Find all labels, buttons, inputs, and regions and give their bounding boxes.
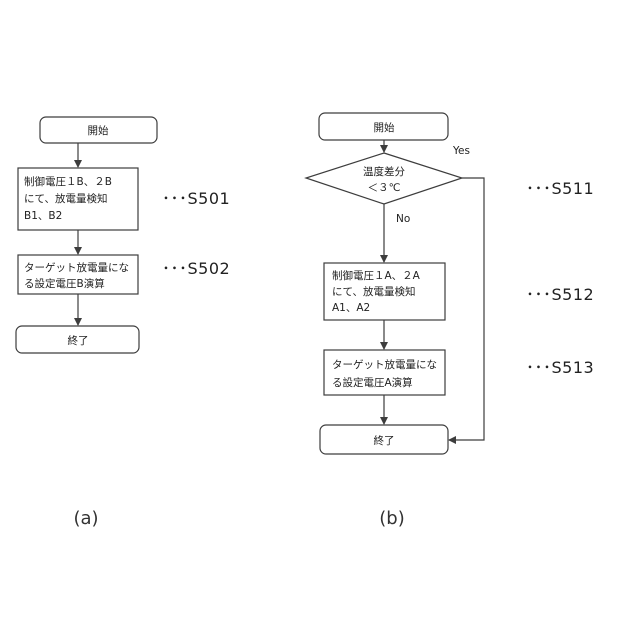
process-text-b-calc-line1: ターゲット放電量にな — [332, 358, 437, 371]
decision-text-line2: ＜３℃ — [368, 182, 401, 194]
process-text-a-detect-line3: B1、B2 — [24, 210, 62, 222]
end-label-a: 終了 — [68, 334, 89, 347]
no-label: No — [396, 213, 410, 225]
step-id-s502: ･･･S502 — [162, 259, 230, 278]
connector-b-yes — [449, 178, 484, 440]
process-text-a-detect-line1: 制御電圧１B、２B — [24, 175, 112, 188]
process-text-a-calc-line2: る設定電圧B演算 — [24, 277, 105, 290]
caption-a: (a) — [73, 508, 98, 529]
flowchart-b: 開始 温度差分 ＜３℃ Yes No 制御電圧１A、２A にて、放電量検知 A1… — [306, 113, 594, 529]
start-label-a: 開始 — [88, 124, 109, 137]
process-text-b-calc-line2: る設定電圧A演算 — [332, 376, 413, 389]
step-id-s513: ･･･S513 — [526, 358, 594, 377]
flowchart-a: 開始 制御電圧１B、２B にて、放電量検知 B1、B2 ターゲット放電量にな る… — [16, 117, 230, 529]
process-text-a-calc-line1: ターゲット放電量にな — [24, 261, 129, 274]
decision-text-line1: 温度差分 — [363, 165, 405, 178]
caption-b: (b) — [379, 508, 404, 529]
process-text-a-detect-line2: にて、放電量検知 — [24, 192, 107, 205]
yes-label: Yes — [452, 145, 470, 157]
process-text-b-detect-line2: にて、放電量検知 — [332, 285, 415, 298]
step-id-s512: ･･･S512 — [526, 285, 594, 304]
start-label-b: 開始 — [374, 121, 395, 134]
decision-diamond-b — [306, 153, 462, 204]
step-id-s511: ･･･S511 — [526, 179, 594, 198]
end-label-b: 終了 — [374, 434, 395, 447]
process-text-b-detect-line1: 制御電圧１A、２A — [332, 269, 421, 282]
process-text-b-detect-line3: A1、A2 — [332, 302, 370, 314]
step-id-s501: ･･･S501 — [162, 189, 230, 208]
